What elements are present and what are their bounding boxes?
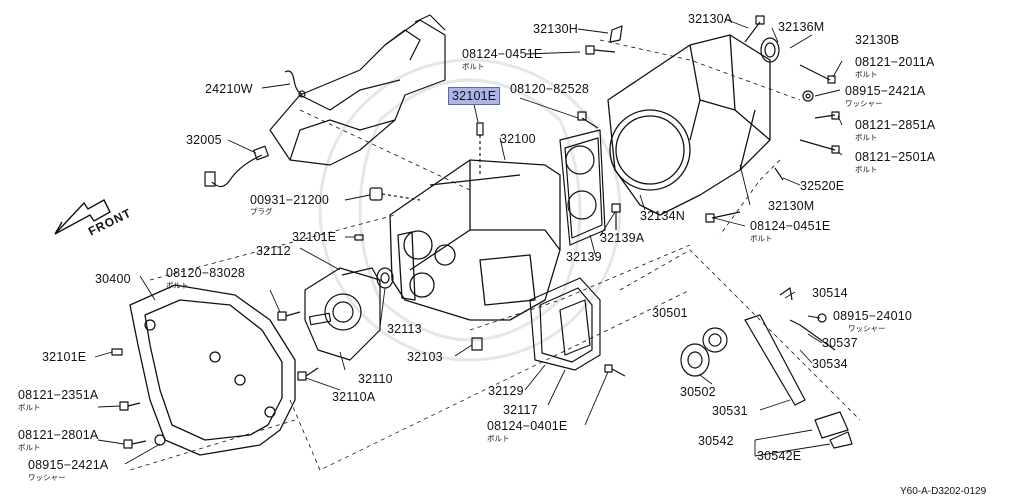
switch-32005 [204,145,269,188]
label-08915-24010: 08915−24010 [833,309,913,323]
label-32112: 32112 [256,244,291,258]
side-cover-part [529,277,626,377]
shift-cover-part [269,14,446,166]
pin-32101E-top [476,122,484,175]
sub-bolt-5: ボルト [750,234,773,243]
label-08121-2351A: 08121−2351A [18,388,99,402]
label-32130B: 32130B [855,33,900,47]
plug-00931 [369,187,421,201]
label-32130H: 32130H [533,22,578,36]
label-08124-0451E-top: 08124−0451E [462,47,543,61]
label-32005: 32005 [186,133,222,147]
sub-plug: プラグ [250,207,273,216]
front-arrow-icon [54,199,111,235]
sub-washer-1: ワッシャー [845,99,883,108]
label-30534: 30534 [812,357,848,371]
bearing-32113 [376,267,394,289]
sub-bolt-4: ボルト [855,165,878,174]
label-08124-0401E: 08124−0401E [487,419,568,433]
label-32113: 32113 [387,322,422,336]
sub-bolt-6: ボルト [166,281,189,290]
label-32136M: 32136M [778,20,825,34]
sub-bolt-1: ボルト [462,62,485,71]
sub-washer-3: ワッシャー [848,324,886,333]
label-30400: 30400 [95,272,131,286]
label-32101E-left: 32101E [42,350,87,364]
clip-24210W [284,70,306,98]
right-bolts [705,64,840,223]
bolt-32139A [611,203,621,230]
clutch-parts [680,287,853,449]
label-32101E-mid: 32101E [292,230,337,244]
label-30542E: 30542E [757,449,802,463]
label-08124-0451E-right: 08124−0451E [750,219,831,233]
leader-lines [94,18,843,465]
label-30537: 30537 [822,336,858,350]
label-32520E: 32520E [800,179,845,193]
label-32103: 32103 [407,350,443,364]
label-08915-2421A-left: 08915−2421A [28,458,109,472]
assembly-dashes [129,39,861,471]
bolt-08120-82528 [577,111,599,129]
label-00931-21200: 00931−21200 [250,193,330,207]
sub-bolt-2: ボルト [855,70,878,79]
label-32100: 32100 [500,132,536,146]
label-30502: 30502 [680,385,716,399]
gasket-32139 [559,129,606,246]
sub-bolt-9: ボルト [487,434,510,443]
label-08915-2421A-right: 08915−2421A [845,84,926,98]
label-24210W: 24210W [205,82,253,96]
sub-bolt-8: ボルト [18,443,41,452]
sub-bolt-3: ボルト [855,133,878,142]
bolt-08124-top [585,45,616,55]
label-32130M: 32130M [768,199,815,213]
rear-extension-part [607,34,771,216]
label-08121-2501A: 08121−2501A [855,150,936,164]
label-30514: 30514 [812,286,848,300]
seal-32136M [760,37,780,63]
label-32130A: 32130A [688,12,733,26]
bell-housing-part [129,284,296,456]
main-case-part [389,159,561,321]
label-32139A: 32139A [600,231,645,245]
sub-bolt-7: ボルト [18,403,41,412]
bolt-32130A [744,15,765,43]
label-08121-2851A: 08121−2851A [855,118,936,132]
label-08120-82528: 08120−82528 [510,82,590,96]
label-08121-2801A: 08121−2801A [18,428,99,442]
figure-code: Y60-A-D3202-0129 [900,486,987,497]
label-30501: 30501 [652,306,688,320]
front-cover-part [304,267,381,361]
label-32117: 32117 [503,403,538,417]
label-30542: 30542 [698,434,734,448]
label-32110: 32110 [358,372,393,386]
label-32101E-highlighted[interactable]: 32101E [448,87,501,105]
label-08120-83028: 08120−83028 [166,266,246,280]
label-32110A: 32110A [332,390,376,404]
label-30531: 30531 [712,404,748,418]
label-32139: 32139 [566,250,602,264]
bracket-32130H [609,25,623,43]
label-32134N: 32134N [640,209,685,223]
label-08121-2011A: 08121−2011A [855,55,935,69]
label-32129: 32129 [488,384,524,398]
sub-washer-2: ワッシャー [28,473,66,482]
